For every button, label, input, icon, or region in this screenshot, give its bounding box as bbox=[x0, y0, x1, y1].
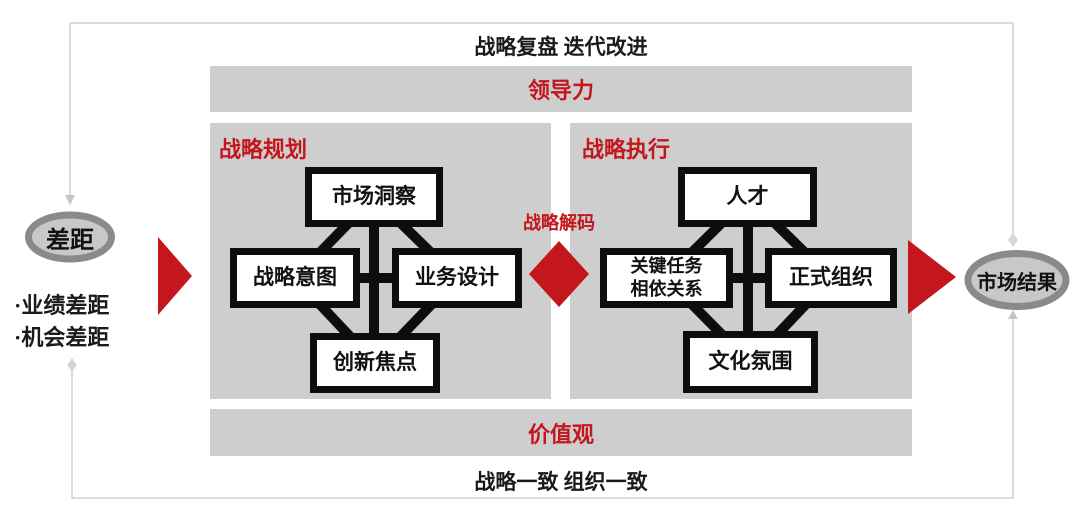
leadership-bar bbox=[210, 66, 912, 112]
strategy-decode-diamond-icon bbox=[529, 241, 589, 307]
innovation-focus-box: 创新焦点 bbox=[310, 333, 440, 393]
bottom-loop-right-arrowhead-icon bbox=[1008, 310, 1018, 319]
innovation-focus-label: 创新焦点 bbox=[333, 350, 417, 375]
alignment-label: 战略一致 组织一致 bbox=[474, 470, 648, 494]
culture-climate-box: 文化氛围 bbox=[683, 331, 818, 393]
culture-climate-label: 文化氛围 bbox=[708, 349, 793, 374]
gap-to-planning-arrow-icon bbox=[158, 237, 192, 315]
strategy-review-label: 战略复盘 迭代改进 bbox=[474, 35, 648, 59]
leadership-label: 领导力 bbox=[527, 78, 594, 103]
key-tasks-line2: 相依关系 bbox=[630, 279, 703, 299]
values-label: 价值观 bbox=[527, 421, 594, 447]
bottom-feedback-line bbox=[71, 317, 1014, 499]
top-feedback-line bbox=[69, 22, 1014, 236]
planning-title: 战略规划 bbox=[219, 137, 308, 162]
formal-organization-label: 正式组织 bbox=[789, 265, 873, 290]
business-design-box: 业务设计 bbox=[392, 248, 522, 308]
market-result-title: 市场结果 bbox=[977, 271, 1057, 294]
talent-box: 人才 bbox=[678, 167, 817, 227]
key-tasks-line1: 关键任务 bbox=[630, 255, 703, 276]
gap-ellipse bbox=[25, 211, 115, 263]
strategy-decode-label: 战略解码 bbox=[523, 213, 595, 233]
strategic-intent-box: 战略意图 bbox=[230, 248, 360, 308]
key-tasks-box: 关键任务 相依关系 bbox=[600, 248, 733, 308]
business-design-label: 业务设计 bbox=[415, 265, 499, 290]
key-tasks-label: 关键任务 相依关系 bbox=[631, 255, 703, 302]
values-bar bbox=[210, 409, 912, 456]
talent-label: 人才 bbox=[726, 184, 769, 209]
market-result-ellipse bbox=[964, 250, 1070, 310]
market-insight-label: 市场洞察 bbox=[332, 184, 416, 209]
top-loop-right-arrowhead-icon bbox=[1008, 233, 1018, 247]
execution-title: 战略执行 bbox=[582, 137, 671, 162]
market-insight-box: 市场洞察 bbox=[305, 167, 443, 227]
top-loop-left-arrowhead-icon bbox=[65, 195, 75, 205]
strategic-intent-label: 战略意图 bbox=[253, 265, 337, 290]
gap-title: 差距 bbox=[46, 227, 94, 254]
bottom-loop-left-arrowhead-icon bbox=[67, 358, 77, 372]
opportunity-gap-item: ·机会差距 bbox=[14, 325, 110, 350]
execution-to-result-arrow-icon bbox=[908, 240, 956, 314]
formal-organization-box: 正式组织 bbox=[765, 248, 897, 308]
performance-gap-item: ·业绩差距 bbox=[14, 293, 110, 318]
